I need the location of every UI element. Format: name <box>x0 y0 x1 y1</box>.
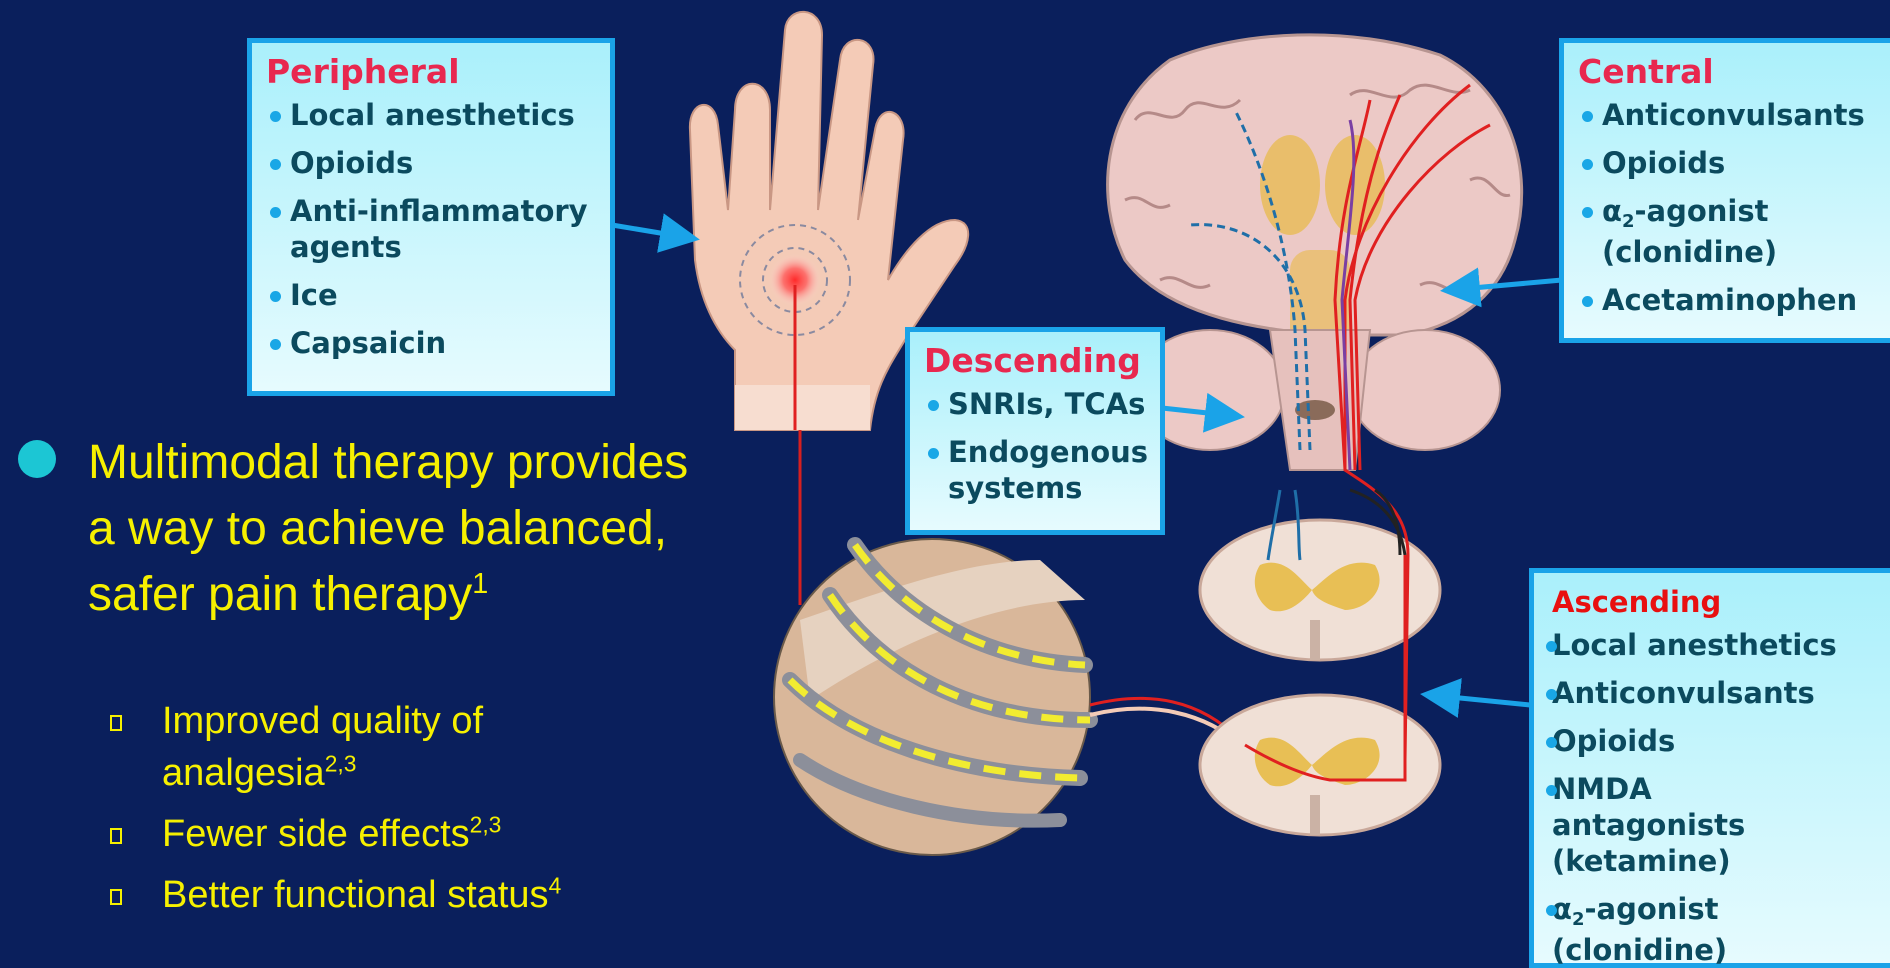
peripheral-list: Local anesthetics Opioids Anti-inflammat… <box>266 97 596 361</box>
main-point-text: Multimodal therapy provides a way to ach… <box>88 430 728 628</box>
list-item: Local anesthetics <box>266 97 596 133</box>
list-item: NMDA antagonists (ketamine) <box>1552 771 1852 879</box>
alpha-subscript: 2 <box>1572 909 1585 930</box>
square-bullet-icon <box>110 889 122 905</box>
sub-point-label: Better functional status <box>162 874 549 916</box>
sub-point-label: Improved quality of analgesia <box>162 700 483 794</box>
bullet-dot-icon <box>18 440 56 478</box>
list-item: Local anesthetics <box>1552 627 1881 663</box>
ascending-box: Ascending Local anesthetics Anticonvulsa… <box>1529 568 1890 968</box>
central-list: Anticonvulsants Opioids α2-agonist (clon… <box>1578 97 1880 318</box>
list-item: Fewer side effects2,3 <box>110 808 582 860</box>
list-item: Ice <box>266 277 596 313</box>
list-item: Better functional status4 <box>110 869 582 921</box>
alpha-symbol: α <box>1552 892 1572 926</box>
list-item: α2-agonist (clonidine) <box>1578 193 1832 270</box>
list-item: Opioids <box>266 145 596 181</box>
list-item: Opioids <box>1578 145 1880 181</box>
descending-title: Descending <box>924 342 1146 380</box>
peripheral-box: Peripheral Local anesthetics Opioids Ant… <box>247 38 615 396</box>
descending-list: SNRIs, TCAs Endogenous systems <box>924 386 1146 506</box>
list-item: Endogenous systems <box>924 434 1148 506</box>
square-bullet-icon <box>110 715 122 731</box>
square-bullet-icon <box>110 828 122 844</box>
list-item: Capsaicin <box>266 325 596 361</box>
list-item: Improved quality of analgesia2,3 <box>110 695 582 799</box>
descending-box: Descending SNRIs, TCAs Endogenous system… <box>905 327 1165 535</box>
list-item: Anticonvulsants <box>1578 97 1880 133</box>
reference-marker: 4 <box>549 872 562 898</box>
reference-marker: 2,3 <box>325 750 357 776</box>
central-box: Central Anticonvulsants Opioids α2-agoni… <box>1559 38 1890 343</box>
ascending-list: Local anesthetics Anticonvulsants Opioid… <box>1552 627 1881 968</box>
reference-marker: 1 <box>472 568 488 600</box>
magnified-nerve-illustration <box>774 539 1090 855</box>
list-item: Opioids <box>1552 723 1881 759</box>
brain-illustration <box>1108 35 1522 470</box>
alpha-subscript: 2 <box>1622 211 1635 232</box>
alpha-symbol: α <box>1602 194 1622 228</box>
list-item: SNRIs, TCAs <box>924 386 1146 422</box>
list-item: Anticonvulsants <box>1552 675 1881 711</box>
peripheral-title: Peripheral <box>266 53 596 91</box>
reference-marker: 2,3 <box>470 811 502 837</box>
list-item: Acetaminophen <box>1578 282 1880 318</box>
main-point-label: Multimodal therapy provides a way to ach… <box>88 436 688 621</box>
list-item: Anti-inflammatory agents <box>266 193 590 265</box>
ascending-title: Ascending <box>1552 583 1881 621</box>
sub-point-label: Fewer side effects <box>162 813 470 855</box>
sub-points-list: Improved quality of analgesia2,3 Fewer s… <box>110 695 582 930</box>
list-item: α2-agonist (clonidine) <box>1552 891 1782 968</box>
central-title: Central <box>1578 53 1880 91</box>
